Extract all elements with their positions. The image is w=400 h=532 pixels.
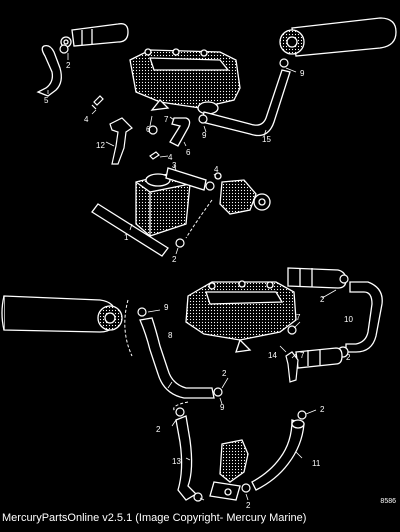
copyright-footer: MercuryPartsOnline v2.5.1 (Image Copyrig… xyxy=(2,512,307,524)
bottom-right-exhaust-pipe xyxy=(287,267,347,289)
callout-1: 1 xyxy=(124,233,129,242)
callout-2: 2 xyxy=(172,255,177,264)
callout-8: 8 xyxy=(168,331,173,340)
callout-5: 5 xyxy=(44,96,49,105)
hose-5 xyxy=(36,44,62,97)
callout-2: 2 xyxy=(320,405,325,414)
bracket-12 xyxy=(109,117,133,165)
callout-14: 14 xyxy=(268,351,277,360)
callout-11: 11 xyxy=(312,459,321,468)
leader-lines-top xyxy=(47,53,297,255)
top-left-exhaust-pipe xyxy=(60,23,129,48)
top-right-exhaust-pipe xyxy=(279,17,397,57)
callout-6: 6 xyxy=(186,148,191,157)
callout-10: 10 xyxy=(344,315,353,324)
clamp xyxy=(59,44,69,54)
leader-lines-bottom xyxy=(147,289,337,501)
callout-9: 9 xyxy=(164,303,169,312)
callout-2: 2 xyxy=(246,501,251,510)
callout-9: 9 xyxy=(202,131,207,140)
lower-pump-assembly xyxy=(209,439,249,501)
top-exhaust-manifold xyxy=(129,48,241,115)
hose-3 xyxy=(165,167,207,191)
callout-2: 2 xyxy=(66,61,71,70)
callout-9: 9 xyxy=(220,403,225,412)
bottom-exhaust-manifold xyxy=(185,280,297,353)
fitting-4 xyxy=(91,95,104,110)
bottom-left-exhaust-pipe xyxy=(1,295,123,333)
hose-8 xyxy=(139,317,215,399)
diagram-number: 8586 xyxy=(380,498,396,505)
callout-12: 12 xyxy=(96,141,105,150)
hose-6 xyxy=(169,117,191,147)
callout-4: 4 xyxy=(84,115,89,124)
callout-7: 6 xyxy=(146,125,151,134)
callout-4: 4 xyxy=(214,165,219,174)
callout-2: 2 xyxy=(346,353,351,362)
callout-2: 2 xyxy=(320,295,325,304)
callout-labels: 2 5 4 12 6 7 6 4 9 9 15 3 4 1 2 2 9 8 10… xyxy=(44,61,353,510)
callout-4: 4 xyxy=(168,153,173,162)
callout-15: 15 xyxy=(262,135,271,144)
pump-assembly xyxy=(214,172,271,215)
callout-13: 13 xyxy=(172,457,181,466)
callout-2: 2 xyxy=(222,369,227,378)
callout-7: 7 xyxy=(296,313,301,322)
hose-10 xyxy=(345,281,383,353)
callout-7: 7 xyxy=(164,115,169,124)
callout-7: 7 xyxy=(300,351,305,360)
hose-15 xyxy=(201,69,291,137)
tube-14 xyxy=(295,347,343,369)
callout-2: 2 xyxy=(156,425,161,434)
callout-3: 3 xyxy=(172,161,177,170)
callout-9: 9 xyxy=(300,69,305,78)
hose-11 xyxy=(251,419,305,491)
